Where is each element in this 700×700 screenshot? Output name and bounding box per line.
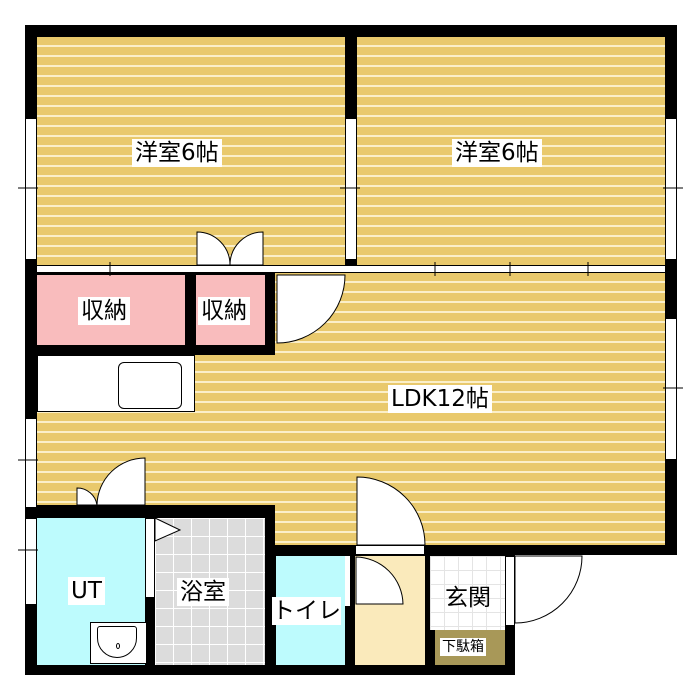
- label-western-2: 洋室6帖: [452, 139, 542, 167]
- room-bath: [155, 518, 265, 665]
- window-west-2: [25, 418, 37, 508]
- storage-door-left: [196, 231, 231, 266]
- room-entrance: [430, 556, 505, 630]
- basin-bowl: [97, 626, 137, 658]
- toilet-door-swing: [355, 556, 404, 605]
- drain: [116, 643, 120, 649]
- label-entrance: 玄関: [445, 585, 491, 611]
- wall-opening: [345, 118, 357, 260]
- utility-door-large: [96, 457, 146, 506]
- label-storage-1: 収納: [78, 297, 130, 325]
- sink: [118, 362, 182, 409]
- label-utility: UT: [68, 577, 105, 605]
- front-door-swing: [514, 555, 583, 624]
- window-utility: [25, 518, 37, 605]
- window-east-1: [665, 118, 677, 260]
- label-bath: 浴室: [177, 578, 229, 606]
- bath-door[interactable]: [145, 518, 155, 598]
- label-shoe-cabinet: 下駄箱: [440, 638, 486, 656]
- ldk-door-swing: [356, 476, 426, 546]
- bath-door-swing: [154, 517, 182, 542]
- partition-wall: [37, 265, 665, 273]
- label-storage-2: 収納: [198, 297, 250, 325]
- window-west-1: [25, 118, 37, 260]
- storage-door-right: [229, 231, 264, 266]
- utility-door-small: [76, 487, 98, 506]
- label-ldk: LDK12帖: [388, 385, 492, 413]
- label-toilet: トイレ: [272, 597, 341, 625]
- storage-door-swing: [276, 274, 346, 344]
- label-western-1: 洋室6帖: [132, 139, 222, 167]
- window-east-2: [665, 318, 677, 460]
